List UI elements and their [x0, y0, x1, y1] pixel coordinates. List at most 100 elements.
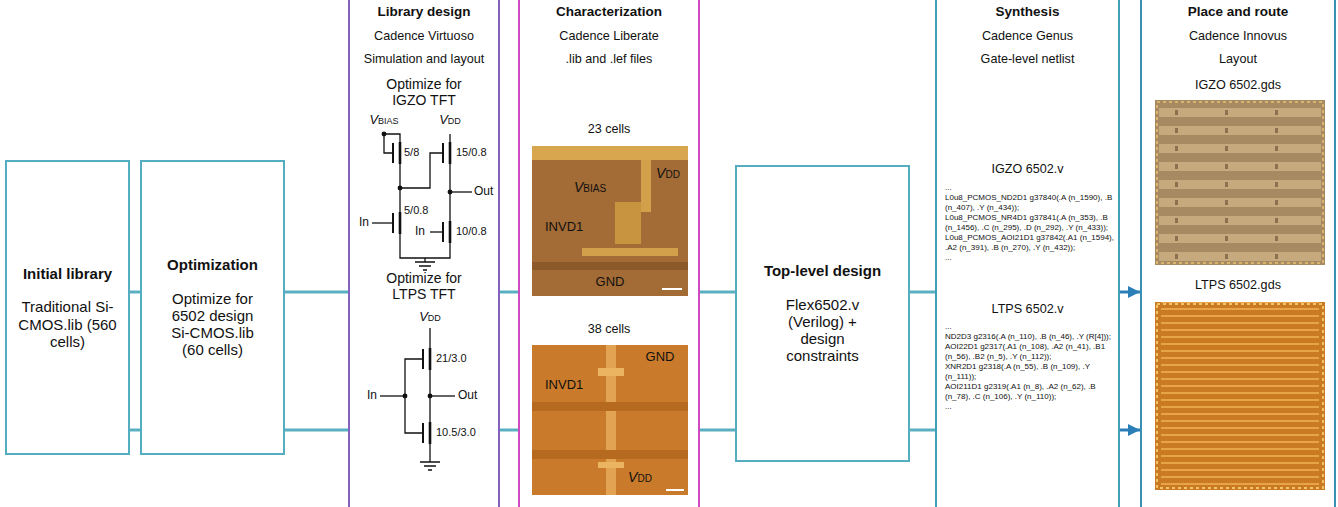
- node-heading: Top-level design: [764, 262, 881, 279]
- netlist-line: ND2D3 g2316(.A (n_110), .B (n_46), .Y (R…: [945, 332, 1117, 342]
- node-text: 23 cells: [521, 122, 697, 136]
- circuit-label: 15/0.8: [456, 146, 487, 158]
- node-text: 38 cells: [521, 322, 697, 336]
- micrograph-label: INVD1: [545, 220, 583, 234]
- flow-line: [700, 291, 735, 294]
- ltps-schematic-part: [428, 394, 432, 398]
- node-text: Cadence Innovus: [1143, 29, 1333, 43]
- igzo-schematic-part: [384, 134, 400, 142]
- ltps-layout-image: [1155, 302, 1325, 490]
- netlist-line: L0u8_PCMOS_NR4D1 g37841(.A (n_353), .B (…: [945, 213, 1117, 233]
- igzo-layout-image-part: [1155, 100, 1325, 265]
- ltps-micrograph-part: [606, 345, 616, 495]
- circuit-label: VDD: [419, 310, 441, 324]
- ltps-schematic-part: [405, 359, 423, 433]
- igzo-schematic-part: [449, 221, 452, 243]
- igzo-micrograph-part: [532, 262, 688, 270]
- igzo-schematic-part: [399, 142, 402, 164]
- ltps-micrograph-part: [666, 489, 684, 491]
- igzo-micrograph-part: [582, 248, 678, 256]
- flow-arrow: [1120, 291, 1140, 294]
- circuit-label: 10.5/3.0: [436, 426, 476, 438]
- node-heading: Synthesis: [938, 4, 1118, 20]
- ltps-micrograph-part: [532, 402, 688, 411]
- netlist-block: ...ND2D3 g2316(.A (n_110), .B (n_46), .Y…: [945, 322, 1117, 412]
- ltps-micrograph-part: [532, 345, 688, 495]
- igzo-layout-image: [1155, 100, 1325, 265]
- igzo-schematic-part: [449, 134, 450, 142]
- stage-panel: SynthesisCadence GenusGate-level netlist…: [935, 0, 1120, 507]
- micrograph-label: VDD: [656, 166, 680, 181]
- node-text: LTPS 6502.gds: [1143, 278, 1333, 292]
- ltps-schematic-part: [403, 394, 407, 398]
- netlist-line: L0u8_PCMOS_ND2D1 g37840(.A (n_1590), .B …: [945, 193, 1117, 213]
- node-text: IGZO 6502.v: [938, 162, 1118, 176]
- netlist-line: ...: [945, 402, 1117, 412]
- circuit-label: In: [367, 389, 377, 402]
- node-text: .lib and .lef files: [521, 52, 697, 66]
- ltps-schematic: [380, 328, 455, 470]
- igzo-micrograph-part: [662, 288, 682, 290]
- node-text: Cadence Virtuoso: [350, 29, 498, 43]
- netlist-line: XNR2D1 g2318(.A (n_55), .B (n_109), .Y (…: [945, 362, 1117, 382]
- circuit-label: VDD: [439, 113, 461, 127]
- micrograph-label: GND: [596, 275, 625, 289]
- ltps-schematic-part: [420, 462, 440, 470]
- igzo-schematic-part: [430, 231, 443, 232]
- flow-line: [910, 429, 935, 432]
- igzo-micrograph-part: [615, 202, 641, 244]
- netlist-line: ...: [945, 183, 1117, 193]
- circuit-label: VBIAS: [369, 113, 398, 127]
- ltps-layout-image-part: [1157, 304, 1323, 488]
- ltps-micrograph-part: [598, 368, 624, 376]
- node-heading: Place and route: [1143, 4, 1333, 20]
- micrograph-label: GND: [646, 350, 675, 364]
- igzo-schematic-part: [400, 153, 443, 188]
- stage-panel: Library designCadence VirtuosoSimulation…: [348, 0, 500, 507]
- igzo-schematic-part: [392, 143, 394, 163]
- node-heading: Library design: [350, 4, 498, 20]
- node-text: Layout: [1143, 52, 1333, 66]
- node-text: LTPS 6502.v: [938, 302, 1118, 316]
- flow-line: [910, 291, 935, 294]
- node-text: Optimize for LTPS TFT: [372, 270, 477, 302]
- ltps-micrograph: [532, 345, 688, 495]
- circuit-label: 5/0.8: [404, 204, 428, 216]
- igzo-layout-image-part: [1157, 102, 1323, 263]
- circuit-label: 10/0.8: [456, 225, 487, 237]
- ltps-layout-image-part: [1155, 302, 1325, 490]
- micrograph-label: VDD: [628, 470, 652, 485]
- circuit-label: Out: [458, 389, 477, 402]
- igzo-schematic-part: [382, 132, 386, 136]
- ltps-schematic-part: [429, 422, 432, 444]
- igzo-schematic-part: [399, 212, 402, 234]
- igzo-micrograph: [532, 146, 688, 296]
- igzo-schematic-part: [415, 262, 435, 270]
- igzo-schematic-part: [450, 191, 472, 192]
- netlist-line: AOI22D1 g2317(.A1 (n_108), .A2 (n_41), .…: [945, 342, 1117, 362]
- igzo-schematic-part: [400, 234, 450, 258]
- micrograph-label: INVD1: [545, 378, 583, 392]
- netlist-line: ...: [945, 322, 1117, 332]
- igzo-schematic-part: [384, 134, 393, 153]
- node-heading: Initial library: [23, 265, 112, 282]
- ltps-schematic-part: [429, 328, 430, 348]
- ltps-schematic-part: [429, 348, 432, 370]
- flow-arrow: [1120, 429, 1140, 432]
- node-heading: Characterization: [521, 4, 697, 20]
- flow-line: [500, 291, 518, 294]
- igzo-schematic-part: [372, 222, 393, 223]
- ltps-schematic-part: [429, 444, 430, 462]
- circuit-label: 21/3.0: [436, 352, 467, 364]
- ltps-micrograph-part: [532, 450, 688, 459]
- node-text: IGZO 6502.gds: [1143, 78, 1333, 92]
- node-text: Optimize for IGZO TFT: [372, 76, 477, 108]
- igzo-micrograph-part: [532, 146, 688, 160]
- flow-line: [130, 291, 140, 294]
- flow-line: [500, 429, 518, 432]
- netlist-block: ...L0u8_PCMOS_ND2D1 g37840(.A (n_1590), …: [945, 183, 1117, 263]
- node-heading: Optimization: [167, 256, 258, 273]
- node-text: Traditional Si-CMOS.lib (560 cells): [18, 298, 118, 350]
- circuit-label: In: [415, 225, 425, 238]
